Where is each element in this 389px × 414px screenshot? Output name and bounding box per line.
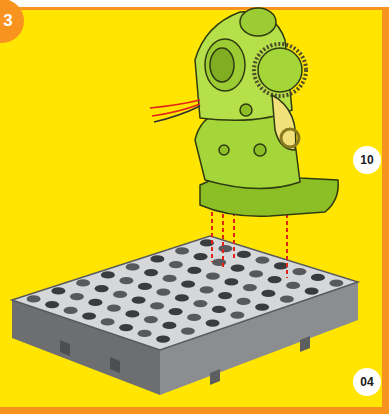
plate-hole [88, 299, 102, 306]
plate-hole [119, 324, 133, 331]
plate-hole [194, 253, 208, 260]
callout-disc [353, 146, 381, 174]
plate-hole [187, 267, 201, 274]
plate-hole [162, 322, 176, 329]
plate-hole [76, 279, 90, 286]
plate-hole [181, 281, 195, 288]
green-motor-unit [195, 8, 338, 216]
plate-holes [27, 239, 344, 342]
plate-hole [231, 265, 245, 272]
plate-hole [138, 283, 152, 290]
plate-hole [175, 294, 189, 301]
yellow-panel [0, 10, 382, 407]
plate-hole [132, 297, 146, 304]
plate-clips [210, 336, 310, 385]
plate-hole [261, 290, 275, 297]
plate-hole [107, 305, 121, 312]
plate-hole [125, 310, 139, 317]
plate-hole [218, 245, 232, 252]
plate-hole [82, 313, 96, 320]
plate-hole [243, 284, 257, 291]
plate-hole [193, 300, 207, 307]
plate-hole [280, 296, 294, 303]
plate-hole [218, 292, 232, 299]
top-strip [0, 0, 389, 7]
plate-hole [255, 304, 269, 311]
plate-hole [249, 270, 263, 277]
plate-hole [169, 261, 183, 268]
plate-hole [64, 307, 78, 314]
plate-hole [200, 286, 214, 293]
plate-hole [101, 271, 115, 278]
plate-hole [150, 302, 164, 309]
plate-hole [51, 287, 65, 294]
plate-hole [212, 306, 226, 313]
plate-hole [101, 318, 115, 325]
plate-hole [230, 312, 244, 319]
plate-hole [181, 328, 195, 335]
plate-hole [45, 301, 59, 308]
plate-hole [27, 295, 41, 302]
plate-hole [187, 314, 201, 321]
callout-number: 10 [360, 153, 373, 167]
plate-hole [95, 285, 109, 292]
step-number: 3 [3, 11, 12, 31]
plate-hole [119, 277, 133, 284]
plate-hole [163, 275, 177, 282]
plate-hole [311, 274, 325, 281]
plate-hole [305, 288, 319, 295]
plate-hole [329, 280, 343, 287]
plate-hole [150, 255, 164, 262]
plate-hole [255, 257, 269, 264]
step-badge [0, 0, 24, 43]
plate-hole [206, 320, 220, 327]
plate-hole [175, 247, 189, 254]
plate-hole [274, 262, 288, 269]
guide-lines [212, 212, 287, 278]
plate-hole [138, 330, 152, 337]
plate-hole [292, 268, 306, 275]
plate-hole [286, 282, 300, 289]
plate-hole [113, 291, 127, 298]
plate-hole [237, 251, 251, 258]
red-wire [150, 100, 200, 116]
plate-hole [70, 293, 84, 300]
plate-hole [206, 273, 220, 280]
plate-hole [237, 298, 251, 305]
callout-disc [353, 368, 381, 396]
plate-hole [224, 278, 238, 285]
plate-hole [268, 276, 282, 283]
plate-left-side [12, 300, 160, 395]
black-wire [154, 106, 200, 122]
plate-hole [156, 289, 170, 296]
plate-top [12, 236, 358, 350]
plate-clips [60, 340, 120, 373]
plate-hole [144, 316, 158, 323]
callout-number: 04 [360, 375, 373, 389]
plate-hole [169, 308, 183, 315]
plate-hole [156, 336, 170, 343]
plate-hole [126, 263, 140, 270]
plate-hole [144, 269, 158, 276]
